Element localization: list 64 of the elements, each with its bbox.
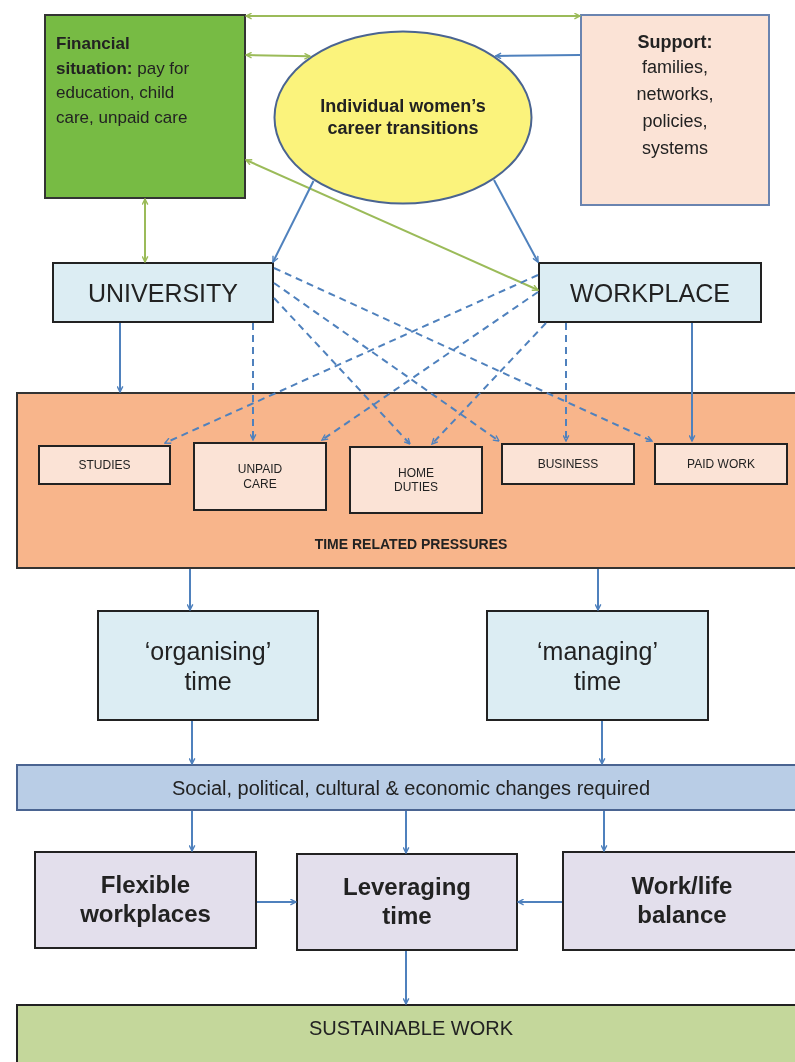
arrow xyxy=(494,52,581,60)
arrow xyxy=(245,12,581,20)
label: UNPAID CARE xyxy=(236,462,284,491)
arrow xyxy=(272,179,315,263)
label: ‘managing’ time xyxy=(536,635,659,696)
arrow xyxy=(249,322,257,441)
arrow xyxy=(273,267,653,442)
arrow xyxy=(188,720,196,765)
arrow xyxy=(688,322,696,442)
arrow xyxy=(402,950,410,1005)
process-box xyxy=(97,610,319,721)
band-box xyxy=(16,392,795,569)
label: Financial situation: pay for education, child care, unpaid care xyxy=(56,33,191,129)
banner-box xyxy=(16,764,795,811)
arrow xyxy=(598,720,606,765)
arrow xyxy=(245,51,312,60)
label: TIME RELATED PRESSURES xyxy=(314,536,508,553)
info-box xyxy=(580,14,770,206)
category-box xyxy=(349,446,483,514)
arrow xyxy=(245,159,539,291)
arrow xyxy=(164,274,539,444)
label: WORKPLACE xyxy=(570,277,730,308)
process-box xyxy=(52,262,274,323)
label: families, networks, policies, systems xyxy=(635,55,715,160)
result-box xyxy=(16,1004,795,1062)
label: UNIVERSITY xyxy=(88,277,238,308)
category-box xyxy=(38,445,171,485)
arrow xyxy=(186,568,194,611)
label: Work/life balance xyxy=(630,872,734,930)
category-box xyxy=(654,443,788,485)
arrow xyxy=(273,297,411,445)
label: Individual women’s career transitions xyxy=(319,95,487,140)
outcome-box xyxy=(562,851,795,951)
arrow xyxy=(431,322,547,445)
label: HOME DUTIES xyxy=(393,465,439,495)
arrow xyxy=(141,198,149,263)
arrow xyxy=(188,810,196,852)
process-box xyxy=(486,610,709,721)
category-box xyxy=(193,442,327,511)
ellipse-node xyxy=(273,30,533,205)
label: Leveraging time xyxy=(341,873,472,931)
category-box xyxy=(501,443,635,485)
label: SUSTAINABLE WORK xyxy=(308,1016,514,1040)
label: PAID WORK xyxy=(687,456,755,472)
arrow xyxy=(562,322,570,442)
arrow xyxy=(273,282,500,442)
arrow xyxy=(600,810,608,852)
arrow xyxy=(402,810,410,854)
outcome-box xyxy=(34,851,257,949)
label: Social, political, cultural & economic changes required xyxy=(172,775,650,800)
arrow xyxy=(116,322,124,393)
label: BUSINESS xyxy=(537,456,599,472)
outcome-box xyxy=(296,853,518,951)
label: Flexible workplaces xyxy=(79,871,212,929)
arrow xyxy=(493,179,539,263)
process-box xyxy=(538,262,762,323)
arrow xyxy=(517,898,563,906)
info-box xyxy=(44,14,246,199)
label: ‘organising’ time xyxy=(143,635,273,696)
arrow xyxy=(594,568,602,611)
heading: Support: xyxy=(637,32,713,54)
arrow xyxy=(321,291,539,441)
label: STUDIES xyxy=(78,457,131,473)
arrow xyxy=(256,898,297,906)
